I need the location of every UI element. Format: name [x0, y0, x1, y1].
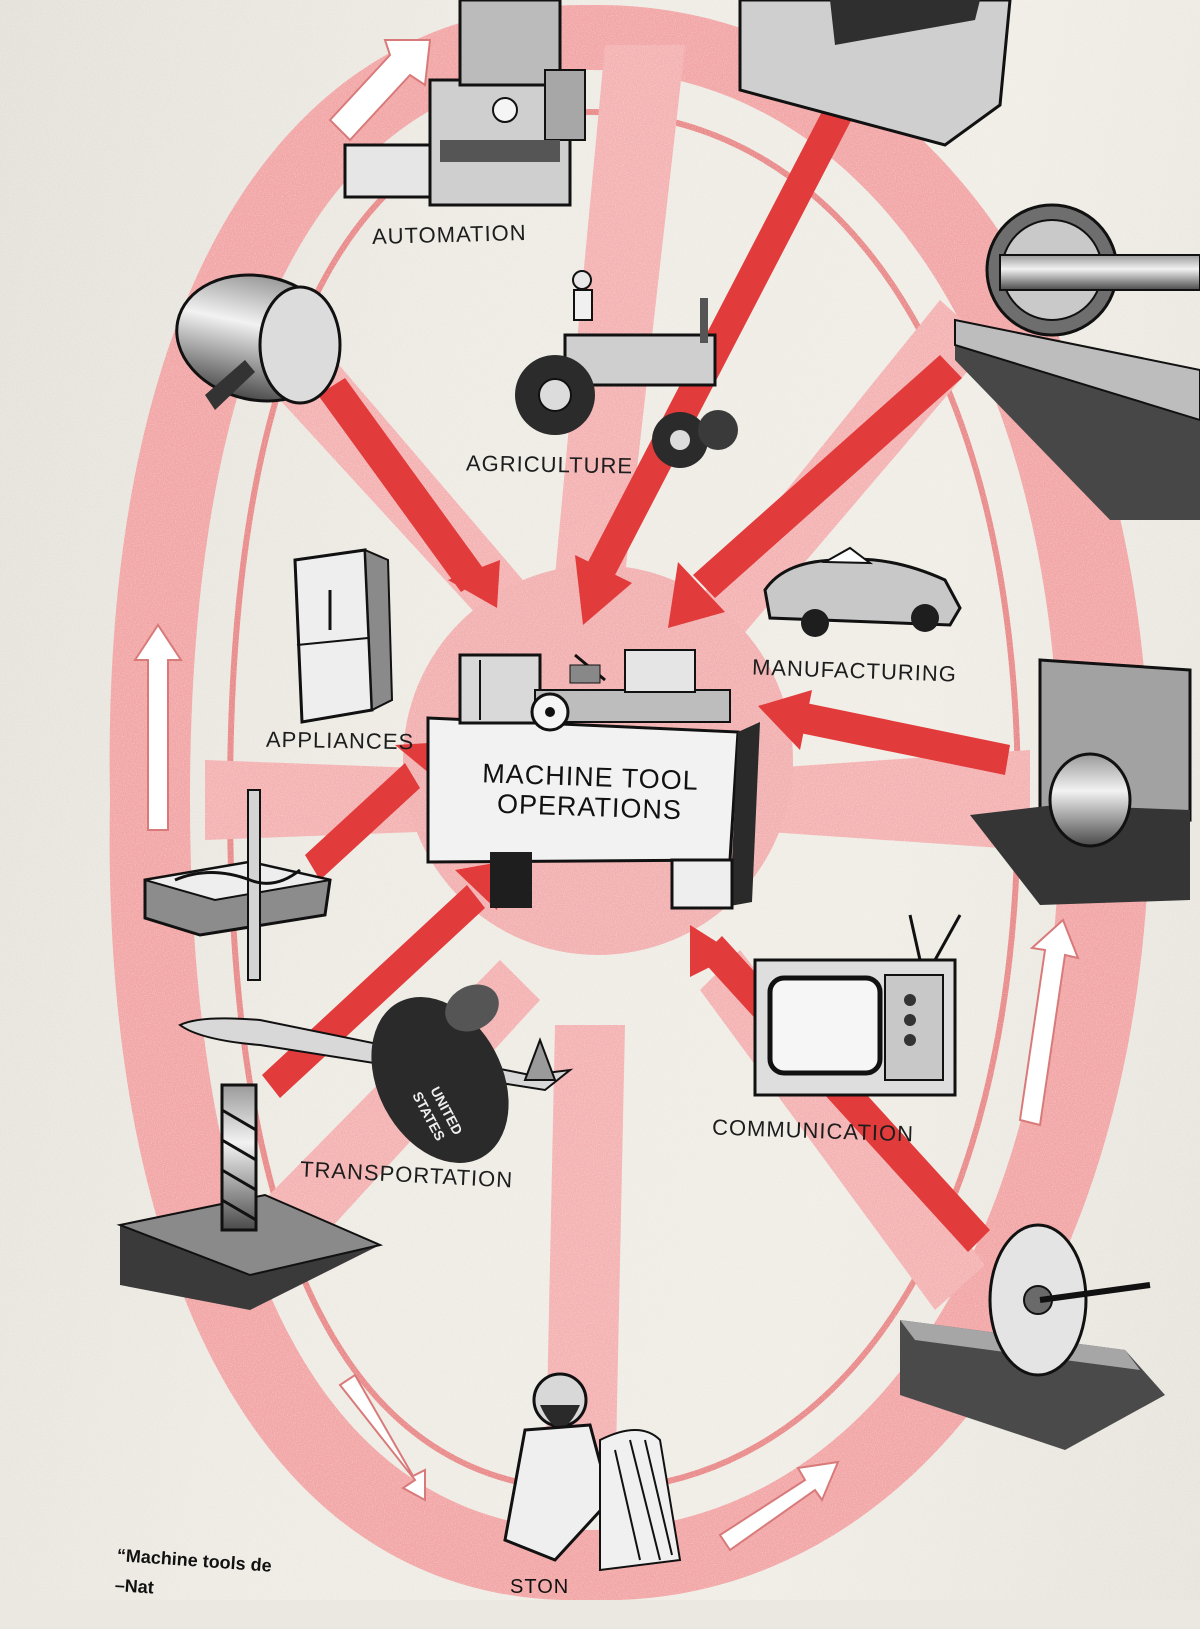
ring-arrow-left	[133, 623, 183, 831]
car-icon	[763, 546, 962, 637]
label-appliances: APPLIANCES	[265, 726, 415, 755]
label-automation: AUTOMATION	[371, 219, 527, 250]
tractor-icon	[515, 270, 738, 468]
arrow-from-right	[758, 690, 1010, 775]
label-agriculture: AGRICULTURE	[465, 450, 634, 479]
arrow-from-top-right	[575, 100, 855, 625]
drill-icon	[116, 1083, 384, 1310]
arrow-from-right-upper	[668, 355, 962, 628]
shaper-icon	[970, 658, 1192, 905]
label-stone: STON	[510, 1576, 570, 1598]
ring-arrow-bottom-left	[338, 1373, 426, 1502]
bandsaw-icon	[143, 789, 332, 981]
caveman-icon	[503, 1372, 682, 1572]
grinding-wheel-icon	[900, 1223, 1165, 1450]
center-label: MACHINE TOOL OPERATIONS	[439, 757, 741, 827]
television-icon	[753, 914, 962, 1097]
rocket-icon: UNITED STATES	[371, 984, 509, 1163]
ring-arrow-top-left	[328, 39, 432, 142]
boring-icon	[175, 273, 342, 410]
gear-cutter-icon	[954, 203, 1200, 520]
lathe-icon	[426, 649, 760, 910]
refrigerator-icon	[293, 548, 394, 724]
planer-icon	[738, 0, 1012, 147]
arrow-from-top-left	[318, 378, 500, 608]
ring-arrow-right	[1018, 918, 1080, 1127]
ring-arrow-bottom-right	[718, 1460, 840, 1552]
ring-circulation-arrows	[133, 39, 1080, 1552]
milling-machine-icon	[343, 0, 586, 207]
